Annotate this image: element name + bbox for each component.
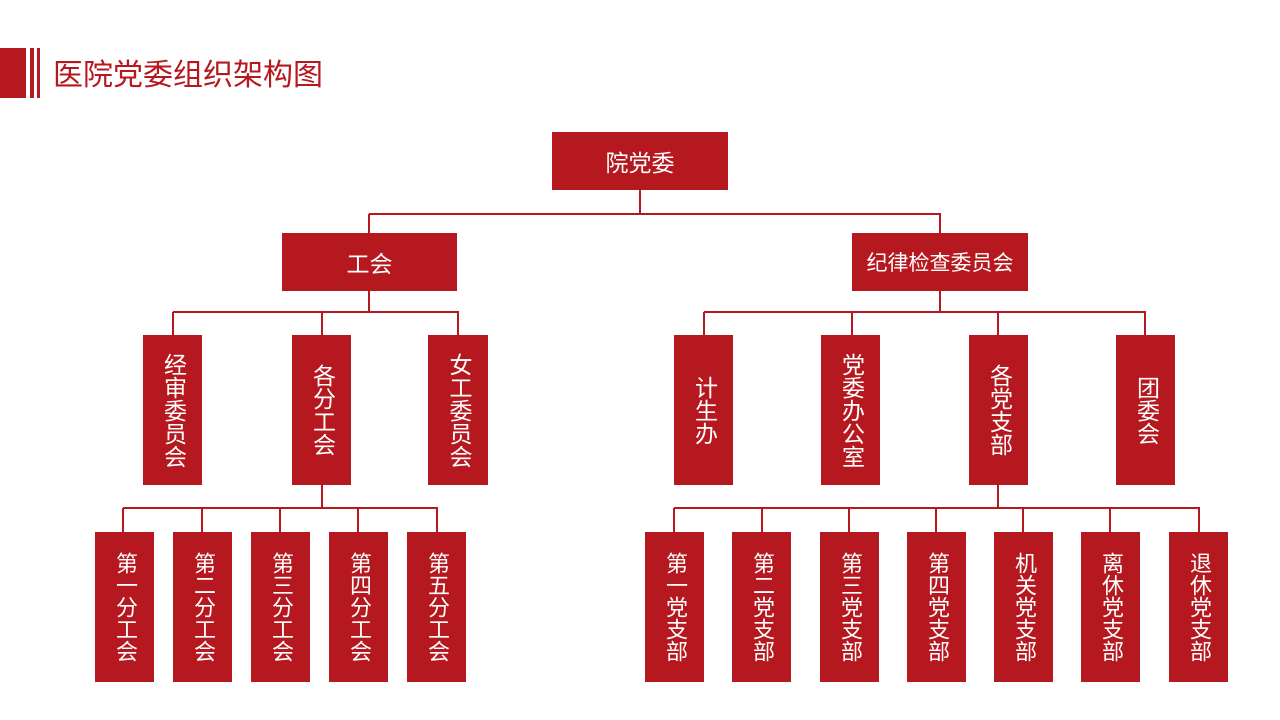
node-party-branch[interactable]: 第二党支部 [732, 532, 791, 682]
connector-line [201, 508, 203, 532]
connector-line [279, 508, 281, 532]
connector-line [321, 312, 323, 335]
node-party-branch[interactable]: 机关党支部 [994, 532, 1053, 682]
connector-line [851, 312, 853, 335]
connector-line [368, 214, 370, 233]
node-sub-union[interactable]: 第三分工会 [251, 532, 310, 682]
connector-line [1144, 312, 1146, 335]
connector-line [369, 213, 941, 215]
node-sub-union[interactable]: 第五分工会 [407, 532, 466, 682]
node-sub-union[interactable]: 第四分工会 [329, 532, 388, 682]
node-union-child[interactable]: 经审委员会 [143, 335, 202, 485]
connector-line [939, 214, 941, 233]
connector-line [673, 508, 675, 532]
header-accent-bar-2 [37, 48, 40, 98]
connector-line [1109, 508, 1111, 532]
page-title: 医院党委组织架构图 [53, 58, 323, 93]
header-accent-block [0, 48, 26, 98]
connector-line [997, 485, 999, 508]
connector-line [761, 508, 763, 532]
node-party-branch[interactable]: 第三党支部 [820, 532, 879, 682]
node-party-branch[interactable]: 第四党支部 [907, 532, 966, 682]
node-union-child[interactable]: 各分工会 [292, 335, 351, 485]
node-union-child[interactable]: 女工委员会 [428, 335, 488, 485]
node-root[interactable]: 院党委 [552, 132, 728, 190]
connector-line [935, 508, 937, 532]
header-accent-bar-1 [30, 48, 34, 98]
connector-line [997, 312, 999, 335]
connector-line [457, 312, 459, 335]
connector-line [122, 508, 124, 532]
node-sub-union[interactable]: 第一分工会 [95, 532, 154, 682]
node-party-branch[interactable]: 退休党支部 [1169, 532, 1228, 682]
node-discipline-child[interactable]: 各党支部 [969, 335, 1028, 485]
connector-line [368, 291, 370, 312]
connector-line [1022, 508, 1024, 532]
node-party-branch[interactable]: 离休党支部 [1081, 532, 1140, 682]
node-sub-union[interactable]: 第二分工会 [173, 532, 232, 682]
node-discipline-child[interactable]: 计生办 [674, 335, 733, 485]
connector-line [1198, 508, 1200, 532]
node-discipline-child[interactable]: 党委办公室 [821, 335, 880, 485]
connector-line [674, 507, 1200, 509]
connector-line [848, 508, 850, 532]
connector-line [172, 312, 174, 335]
connector-line [703, 312, 705, 335]
connector-line [357, 508, 359, 532]
connector-line [321, 485, 323, 508]
node-discipline[interactable]: 纪律检查委员会 [852, 233, 1028, 291]
connector-line [436, 508, 438, 532]
connector-line [639, 190, 641, 214]
connector-line [939, 291, 941, 312]
node-union[interactable]: 工会 [282, 233, 457, 291]
node-party-branch[interactable]: 第一党支部 [645, 532, 704, 682]
connector-line [704, 311, 1146, 313]
connector-line [173, 311, 459, 313]
node-discipline-child[interactable]: 团委会 [1116, 335, 1175, 485]
